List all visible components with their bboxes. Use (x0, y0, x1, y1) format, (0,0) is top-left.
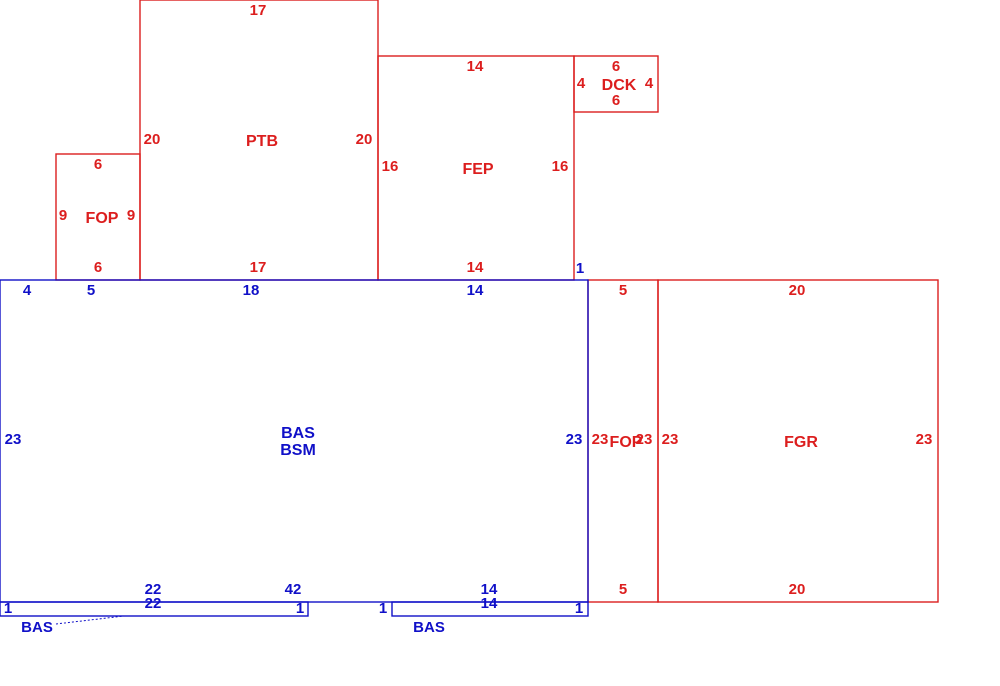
bas-strip-left-top-dimension: 22 (145, 595, 162, 612)
main-label-bas: BAS (281, 425, 315, 442)
fop-side-right-dimension: 23 (636, 431, 653, 448)
dck-bottom-dimension: 6 (612, 92, 620, 109)
ptb-left-dimension: 20 (144, 131, 161, 148)
bas-strip-left-outline (0, 601, 309, 617)
main-label-bsm: BSM (280, 442, 316, 459)
fop-upper-right-dimension: 9 (127, 207, 135, 224)
fep-bottom-dimension: 14 (467, 259, 484, 276)
dck-label: DCK (602, 77, 637, 94)
fgr-right-dimension: 23 (916, 431, 933, 448)
ptb-top-dimension: 17 (250, 2, 267, 19)
dck-right-dimension: 4 (645, 75, 654, 92)
fop-side-label: FOP (610, 434, 643, 451)
ptb-label: PTB (246, 133, 278, 150)
fgr-bottom-dimension: 20 (789, 581, 806, 598)
main-left-dimension: 23 (5, 431, 22, 448)
fgr-label: FGR (784, 434, 818, 451)
bas-strip-right-right-dimension: 1 (575, 600, 583, 617)
fop-upper-bottom-dimension: 6 (94, 259, 102, 276)
main-bottom-dimension-a: 22 (145, 581, 162, 598)
main-top-dimension-d: 14 (467, 282, 484, 299)
main-top-dimension-a: 4 (23, 282, 32, 299)
ptb-right-dimension: 20 (356, 131, 373, 148)
bas-strip-right-left-dimension: 1 (379, 600, 387, 617)
dck-outline (573, 55, 659, 113)
bas-strip-left-label: BAS (21, 619, 53, 636)
fep-right-dimension: 16 (552, 158, 569, 175)
main-bottom-dimension-b: 42 (285, 581, 302, 598)
addition-areas: 17 PTB 20 20 17 14 FEP 16 16 14 6 DCK 4 … (55, 0, 939, 603)
fop-side-bottom-dimension: 5 (619, 581, 627, 598)
dck-left-dimension: 4 (577, 75, 586, 92)
bas-strip-right-label: BAS (413, 619, 445, 636)
fep-top-dimension: 14 (467, 58, 484, 75)
main-bottom-dimension-c: 14 (481, 581, 498, 598)
dck-top-dimension: 6 (612, 58, 620, 75)
fop-side-top-dimension: 5 (619, 282, 627, 299)
main-top-dimension-b: 5 (87, 282, 95, 299)
fgr-outline (657, 279, 939, 603)
fep-label: FEP (462, 161, 493, 178)
bas-strip-left-leader (55, 615, 125, 625)
main-right-dimension: 23 (566, 431, 583, 448)
fgr-top-dimension: 20 (789, 282, 806, 299)
bas-strip-right-top-dimension: 14 (481, 595, 498, 612)
main-areas: 4 5 18 14 1 23 23 BAS BSM 22 42 14 22 1 … (0, 260, 589, 636)
bas-strip-left-left-dimension: 1 (4, 600, 12, 617)
main-step-dimension: 1 (576, 260, 584, 277)
ptb-bottom-dimension: 17 (250, 259, 267, 276)
fop-upper-top-dimension: 6 (94, 156, 102, 173)
fop-upper-left-dimension: 9 (59, 207, 67, 224)
fep-left-dimension: 16 (382, 158, 399, 175)
fop-upper-label: FOP (86, 210, 119, 227)
fgr-left-dimension: 23 (662, 431, 679, 448)
main-top-dimension-c: 18 (243, 282, 260, 299)
fop-side-left-dimension: 23 (592, 431, 609, 448)
bas-strip-right-outline (391, 601, 589, 617)
bas-strip-left-right-dimension: 1 (296, 600, 304, 617)
